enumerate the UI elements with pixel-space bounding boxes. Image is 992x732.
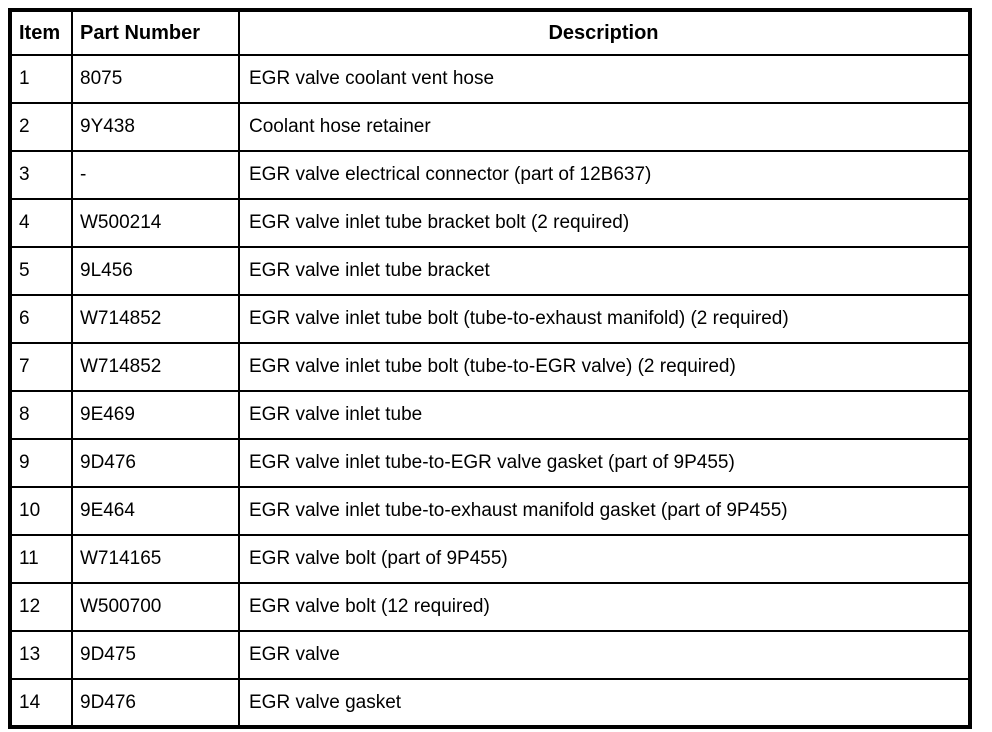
table-row: 14 9D476 EGR valve gasket — [9, 678, 971, 728]
table-row: 8 9E469 EGR valve inlet tube — [9, 390, 971, 440]
cell-part-number: W714165 — [71, 534, 240, 584]
header-item: Item — [9, 9, 73, 56]
parts-table-body: 1 8075 EGR valve coolant vent hose 2 9Y4… — [9, 54, 971, 728]
cell-part-number: 9D476 — [71, 678, 240, 728]
cell-item: 14 — [9, 678, 73, 728]
cell-item: 11 — [9, 534, 73, 584]
header-row: Item Part Number Description — [9, 9, 971, 56]
cell-item: 6 — [9, 294, 73, 344]
header-description: Description — [238, 9, 971, 56]
cell-item: 10 — [9, 486, 73, 536]
cell-part-number: 9L456 — [71, 246, 240, 296]
cell-part-number: W500214 — [71, 198, 240, 248]
cell-item: 7 — [9, 342, 73, 392]
cell-part-number: 9Y438 — [71, 102, 240, 152]
cell-description: EGR valve — [238, 630, 971, 680]
table-row: 12 W500700 EGR valve bolt (12 required) — [9, 582, 971, 632]
parts-table: Item Part Number Description 1 8075 EGR … — [8, 8, 972, 729]
cell-description: EGR valve inlet tube bracket bolt (2 req… — [238, 198, 971, 248]
cell-description: Coolant hose retainer — [238, 102, 971, 152]
table-row: 5 9L456 EGR valve inlet tube bracket — [9, 246, 971, 296]
cell-item: 2 — [9, 102, 73, 152]
cell-description: EGR valve inlet tube bolt (tube-to-EGR v… — [238, 342, 971, 392]
cell-item: 3 — [9, 150, 73, 200]
cell-description: EGR valve bolt (12 required) — [238, 582, 971, 632]
cell-description: EGR valve inlet tube-to-EGR valve gasket… — [238, 438, 971, 488]
table-row: 9 9D476 EGR valve inlet tube-to-EGR valv… — [9, 438, 971, 488]
cell-part-number: 8075 — [71, 54, 240, 104]
cell-part-number: 9D476 — [71, 438, 240, 488]
table-row: 7 W714852 EGR valve inlet tube bolt (tub… — [9, 342, 971, 392]
parts-table-header: Item Part Number Description — [9, 9, 971, 56]
table-row: 13 9D475 EGR valve — [9, 630, 971, 680]
table-row: 4 W500214 EGR valve inlet tube bracket b… — [9, 198, 971, 248]
cell-item: 5 — [9, 246, 73, 296]
cell-part-number: W714852 — [71, 342, 240, 392]
table-row: 1 8075 EGR valve coolant vent hose — [9, 54, 971, 104]
table-row: 10 9E464 EGR valve inlet tube-to-exhaust… — [9, 486, 971, 536]
cell-part-number: W500700 — [71, 582, 240, 632]
cell-description: EGR valve inlet tube — [238, 390, 971, 440]
cell-description: EGR valve gasket — [238, 678, 971, 728]
header-part-number: Part Number — [71, 9, 240, 56]
cell-item: 8 — [9, 390, 73, 440]
cell-part-number: 9E469 — [71, 390, 240, 440]
cell-item: 12 — [9, 582, 73, 632]
cell-item: 4 — [9, 198, 73, 248]
cell-description: EGR valve coolant vent hose — [238, 54, 971, 104]
table-row: 3 - EGR valve electrical connector (part… — [9, 150, 971, 200]
cell-description: EGR valve inlet tube-to-exhaust manifold… — [238, 486, 971, 536]
cell-item: 9 — [9, 438, 73, 488]
cell-part-number: W714852 — [71, 294, 240, 344]
table-row: 6 W714852 EGR valve inlet tube bolt (tub… — [9, 294, 971, 344]
cell-description: EGR valve inlet tube bracket — [238, 246, 971, 296]
cell-part-number: - — [71, 150, 240, 200]
cell-description: EGR valve bolt (part of 9P455) — [238, 534, 971, 584]
cell-item: 1 — [9, 54, 73, 104]
cell-description: EGR valve electrical connector (part of … — [238, 150, 971, 200]
table-row: 11 W714165 EGR valve bolt (part of 9P455… — [9, 534, 971, 584]
cell-part-number: 9D475 — [71, 630, 240, 680]
cell-part-number: 9E464 — [71, 486, 240, 536]
cell-description: EGR valve inlet tube bolt (tube-to-exhau… — [238, 294, 971, 344]
cell-item: 13 — [9, 630, 73, 680]
table-row: 2 9Y438 Coolant hose retainer — [9, 102, 971, 152]
